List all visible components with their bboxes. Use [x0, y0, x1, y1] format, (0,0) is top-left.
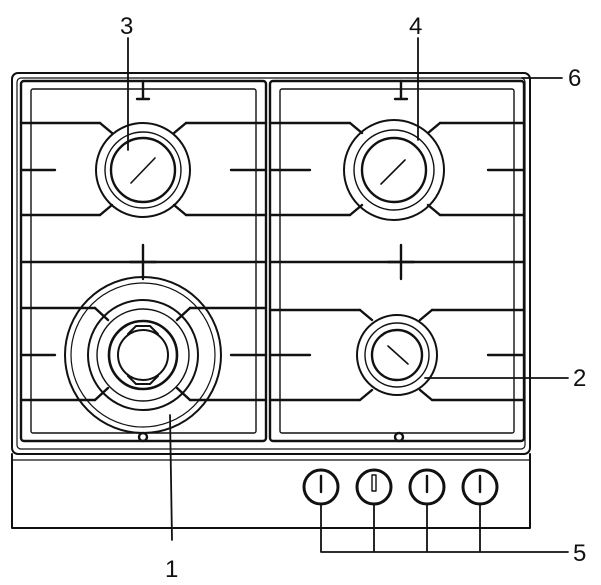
- callout-label-1: 1: [165, 556, 178, 583]
- control-knobs: [302, 468, 499, 506]
- auxiliary-burner: [356, 314, 438, 396]
- hob-body: [11, 72, 531, 529]
- callout-labels: 3 4 6 2 1 5: [120, 13, 586, 583]
- control-knob-4: [461, 468, 499, 506]
- callout-label-3: 3: [120, 13, 133, 40]
- pan-support-grid: [19, 79, 526, 443]
- control-knob-3: [408, 468, 446, 506]
- callout-label-6: 6: [568, 65, 581, 92]
- control-knob-2: [355, 468, 393, 506]
- leader-line-5: [320, 504, 569, 553]
- leader-line-1: [169, 414, 173, 541]
- control-knob-1: [302, 468, 340, 506]
- semi-rapid-burner-left: [95, 122, 191, 218]
- semi-rapid-burner-right: [343, 119, 445, 221]
- callout-label-4: 4: [409, 13, 422, 40]
- leader-lines: [127, 37, 569, 553]
- large-burner: [64, 276, 222, 434]
- callout-label-5: 5: [573, 540, 586, 567]
- callout-label-2: 2: [573, 365, 586, 392]
